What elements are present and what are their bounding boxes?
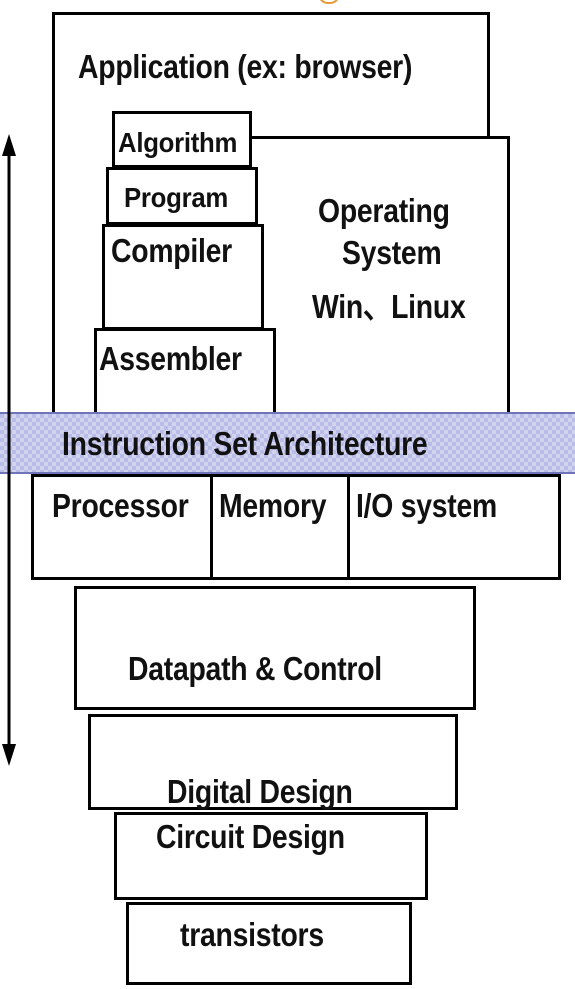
hardware-components-layer	[31, 474, 561, 580]
datapath-control-layer	[74, 586, 476, 710]
arrow-head-down-icon	[2, 744, 16, 766]
processor-label: Processor	[52, 487, 189, 524]
os-label-line1: Operating	[318, 192, 450, 229]
processor-memory-divider	[210, 474, 213, 580]
memory-label: Memory	[219, 487, 327, 524]
assembler-label: Assembler	[99, 340, 242, 377]
memory-io-divider	[347, 474, 350, 580]
transistors-layer	[126, 902, 412, 985]
algorithm-layer	[112, 111, 252, 168]
os-label-line3: Win、Linux	[312, 288, 466, 325]
program-layer	[106, 167, 258, 225]
circuit-design-label: Circuit Design	[156, 818, 345, 855]
isa-label: Instruction Set Architecture	[62, 425, 428, 462]
application-label: Application (ex: browser)	[78, 48, 413, 85]
isa-band	[0, 412, 575, 474]
algorithm-label: Algorithm	[118, 127, 238, 158]
transistors-label: transistors	[180, 916, 324, 953]
circuit-design-layer	[114, 812, 428, 900]
digital-design-layer	[88, 714, 458, 810]
compiler-layer	[102, 224, 264, 330]
compiler-label: Compiler	[111, 232, 232, 269]
io-system-label: I/O system	[356, 487, 497, 524]
arrow-head-up-icon	[2, 134, 16, 156]
os-label-line2: System	[342, 234, 442, 271]
program-label: Program	[124, 182, 229, 213]
digital-design-label: Digital Design	[167, 773, 353, 810]
datapath-control-label: Datapath & Control	[128, 650, 382, 687]
